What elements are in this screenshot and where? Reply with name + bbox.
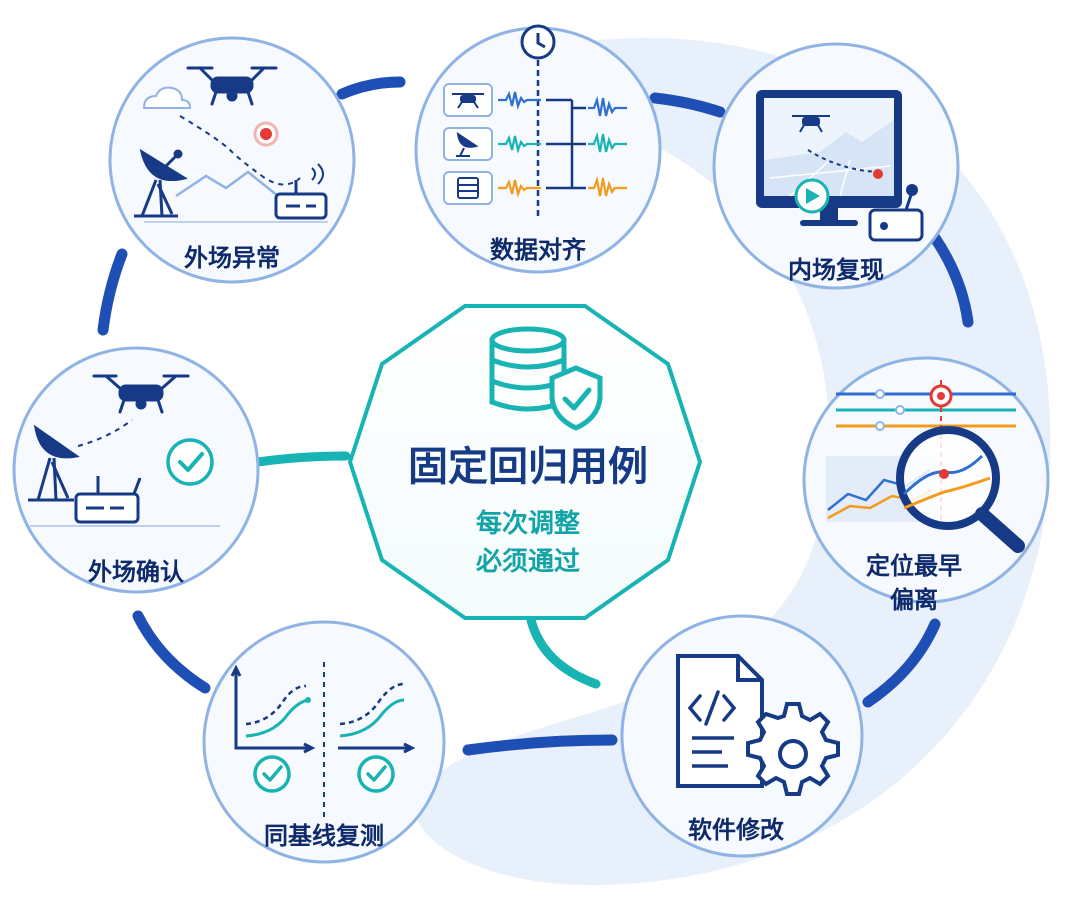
- step-label: 数据对齐: [490, 236, 587, 264]
- center-title: 固定回归用例: [408, 444, 648, 490]
- drone-icon: [186, 66, 278, 106]
- red-marker-icon: [929, 384, 953, 408]
- cycle-arrows: [97, 76, 974, 756]
- step-label: 软件修改: [688, 816, 784, 844]
- source-server-box: [443, 171, 493, 205]
- arrow-locate-to-software: [862, 618, 941, 708]
- step-data-alignment: 数据对齐: [414, 24, 662, 274]
- play-icon: [794, 178, 830, 214]
- checkmark-icon: [166, 438, 214, 486]
- step-circle: [12, 346, 260, 594]
- step-baseline-retest: 同基线复测: [202, 620, 446, 864]
- step-field-confirmation: 外场确认: [12, 346, 260, 594]
- step-software-modification: 软件修改: [620, 614, 864, 858]
- monitor-icon: [756, 90, 902, 226]
- arrow-lab-to-locate: [929, 232, 974, 328]
- cloud-icon: [142, 86, 192, 109]
- source-dish-box: [443, 127, 493, 161]
- arrow-software-to-retest: [462, 734, 618, 756]
- drone-icon: [92, 374, 190, 414]
- mountain-icon: [175, 170, 279, 198]
- step-lab-reproduction: 内场复现: [712, 42, 960, 290]
- step-label-line2: 偏离: [890, 586, 938, 614]
- flight-path: [179, 115, 301, 186]
- center-regression-node: 固定回归用例 每次调整 必须通过: [347, 304, 703, 620]
- satellite-dish-icon: [28, 424, 80, 502]
- baseline-chart-left: [230, 664, 316, 754]
- alignment-bracket: [546, 98, 586, 190]
- satellite-dish-icon: [456, 131, 479, 157]
- arrow-field-to-data: [336, 76, 406, 100]
- signal-link: [77, 419, 133, 447]
- drone-icon: [792, 115, 830, 133]
- arrow-retest-to-confirm: [132, 610, 211, 694]
- shield-check-icon: [549, 365, 603, 431]
- router-icon: [74, 476, 142, 524]
- signal-tracks: [836, 389, 1016, 431]
- arrow-confirm-to-center: [253, 451, 351, 467]
- step-label: 同基线复测: [264, 822, 384, 850]
- step-label: 外场确认: [88, 558, 184, 586]
- step-label-line1: 定位最早: [866, 552, 962, 580]
- joystick-icon: [868, 184, 924, 242]
- source-drone-box: [443, 83, 493, 117]
- code-document-icon: [676, 654, 764, 788]
- step-field-anomaly: 外场异常: [108, 36, 356, 284]
- arrow-data-to-lab: [649, 92, 726, 118]
- drone-icon: [452, 93, 484, 109]
- satellite-dish-icon: [134, 148, 188, 218]
- center-subtitle-line2: 必须通过: [476, 547, 580, 577]
- arrow-confirm-to-field: [97, 248, 128, 336]
- baseline-chart-right: [338, 682, 416, 754]
- checkmark-icon: [253, 755, 291, 793]
- clock-icon: [520, 24, 556, 60]
- step-label: 外场异常: [184, 244, 280, 272]
- center-subtitle-line1: 每次调整: [476, 508, 580, 539]
- step-locate-deviation: 定位最早 偏离: [802, 356, 1050, 614]
- router-icon: [274, 163, 328, 220]
- server-icon: [457, 177, 479, 199]
- waveform-icon: [498, 90, 541, 198]
- gear-icon: [746, 702, 840, 796]
- center-octagon: [347, 304, 703, 620]
- checkmark-icon: [357, 755, 395, 793]
- magnifier-icon: [896, 426, 1025, 553]
- step-label: 内场复现: [788, 256, 884, 284]
- red-marker-icon: [253, 121, 279, 147]
- waveform-icon: [588, 95, 627, 197]
